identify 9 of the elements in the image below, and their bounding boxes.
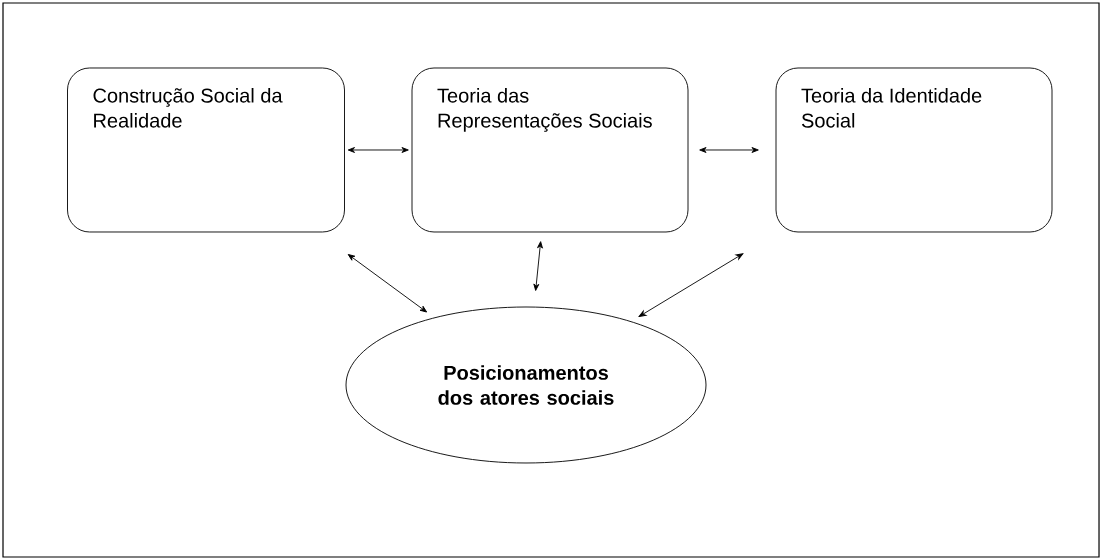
arrow <box>347 147 409 153</box>
arrow <box>533 241 543 291</box>
arrow <box>638 253 744 317</box>
arrow <box>347 254 428 313</box>
ellipse-node: Posicionamentos dos atores sociais <box>345 306 707 464</box>
arrow <box>699 147 759 153</box>
process-box: Teoria das Representações Sociais <box>411 67 689 233</box>
process-box: Teoria da Identidade Social <box>775 67 1053 233</box>
process-box: Construção Social da Realidade <box>67 67 345 233</box>
